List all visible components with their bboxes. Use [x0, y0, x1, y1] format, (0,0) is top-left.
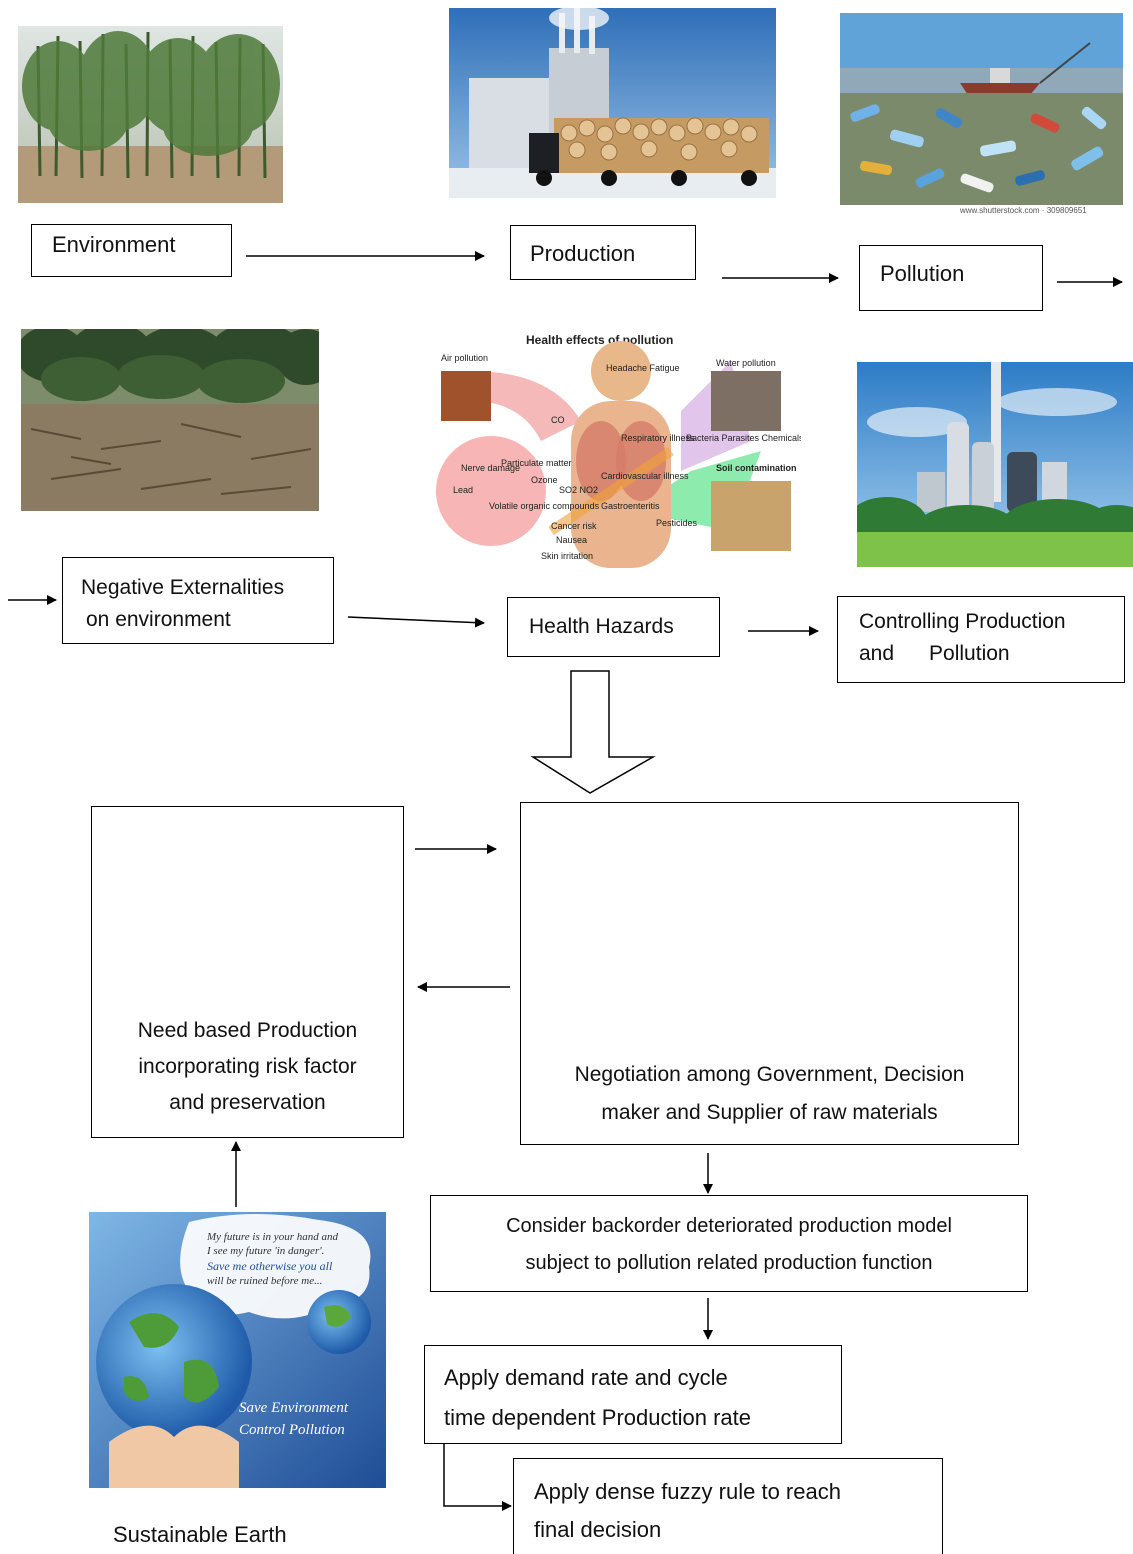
- lead-label: Lead: [453, 485, 473, 495]
- save-earth-poster: My future is in your hand and I see my f…: [89, 1212, 386, 1488]
- particulate-label: Particulate matter: [501, 458, 572, 468]
- negotiation-box: Negotiation among Government, Decision m…: [520, 802, 1019, 1145]
- poster-line4: will be ruined before me...: [207, 1275, 322, 1287]
- pollution-box: Pollution: [859, 245, 1043, 311]
- controlling-line2: and Pollution: [859, 642, 1010, 665]
- poster-slogan1: Save Environment: [239, 1400, 349, 1416]
- deforestation-image: [21, 329, 319, 511]
- factory-logs-image: [449, 8, 776, 198]
- voc-label: Volatile organic compounds: [489, 501, 600, 511]
- so2-label: SO2 NO2: [559, 485, 598, 495]
- cancer-label: Cancer risk: [551, 521, 597, 531]
- poster-line2: I see my future 'in danger'.: [206, 1245, 324, 1257]
- controlling-box: Controlling Production and Pollution: [837, 596, 1125, 683]
- pesticides-label: Pesticides: [656, 518, 698, 528]
- need-line1: Need based Production: [137, 1019, 358, 1042]
- negative-externalities-box: Negative Externalities on environment: [62, 557, 334, 644]
- water-pollution-label: Water pollution: [716, 358, 776, 368]
- production-box: Production: [510, 225, 696, 280]
- resp-label: Respiratory illness: [621, 433, 695, 443]
- bacteria-label: Bacteria Parasites Chemicals: [686, 433, 801, 443]
- soil-label: Soil contamination: [716, 463, 797, 473]
- need-line3: and preservation: [169, 1091, 326, 1114]
- poster-line1: My future is in your hand and: [206, 1231, 338, 1243]
- need-based-production-box: Need based Production incorporating risk…: [91, 806, 404, 1138]
- gastro-label: Gastroenteritis: [601, 501, 660, 511]
- nausea-label: Nausea: [556, 535, 587, 545]
- backorder-box: Consider backorder deteriorated producti…: [430, 1195, 1028, 1292]
- environment-box: Environment: [31, 224, 232, 277]
- shutterstock-caption: www.shutterstock.com · 309809651: [959, 206, 1087, 215]
- air-pollution-label: Air pollution: [441, 353, 488, 363]
- nerve-label: Nerve damage: [461, 463, 520, 473]
- clean-power-plant-image: [857, 362, 1133, 567]
- co-label: CO: [551, 415, 565, 425]
- fuzzy-line1: Apply dense fuzzy rule to reach: [534, 1479, 841, 1504]
- big-down-arrow: [530, 670, 656, 794]
- arrow-demand-to-fuzzy: [443, 1444, 512, 1511]
- health-title: Health effects of pollution: [526, 333, 673, 347]
- arrow-externalities-to-health: [347, 616, 485, 628]
- health-hazards-label: Health Hazards: [529, 615, 674, 638]
- cardio-label: Cardiovascular illness: [601, 471, 689, 481]
- pollution-label: Pollution: [880, 261, 965, 286]
- sustainable-earth-label: Sustainable Earth: [113, 1522, 287, 1547]
- skin-label: Skin irritation: [541, 551, 593, 561]
- demand-line1: Apply demand rate and cycle: [444, 1365, 728, 1390]
- negotiation-line1: Negotiation among Government, Decision: [574, 1063, 965, 1086]
- backorder-line2: subject to pollution related production …: [525, 1252, 933, 1274]
- production-label: Production: [530, 241, 636, 266]
- negotiation-line2: maker and Supplier of raw materials: [601, 1101, 938, 1124]
- poster-slogan2: Control Pollution: [239, 1422, 345, 1438]
- fuzzy-rule-box: Apply dense fuzzy rule to reach final de…: [513, 1458, 943, 1554]
- fuzzy-line2: final decision: [534, 1517, 662, 1542]
- backorder-line1: Consider backorder deteriorated producti…: [506, 1215, 952, 1237]
- poster-line3: Save me otherwise you all: [207, 1259, 333, 1273]
- ozone-label: Ozone: [531, 475, 558, 485]
- externalities-line2: on environment: [86, 608, 231, 631]
- need-line2: incorporating risk factor: [138, 1055, 357, 1078]
- controlling-line1: Controlling Production: [859, 610, 1066, 633]
- plastic-pollution-image: www.shutterstock.com · 309809651: [840, 13, 1123, 215]
- demand-rate-box: Apply demand rate and cycle time depende…: [424, 1345, 842, 1444]
- health-hazards-box: Health Hazards: [507, 597, 720, 657]
- demand-line2: time dependent Production rate: [444, 1405, 751, 1430]
- bamboo-forest-image: [18, 26, 283, 203]
- environment-label: Environment: [52, 232, 176, 257]
- externalities-line1: Negative Externalities: [81, 576, 285, 599]
- headache-label: Headache Fatigue: [606, 363, 680, 373]
- health-effects-image: Health effects of pollution Air pollutio…: [431, 331, 801, 568]
